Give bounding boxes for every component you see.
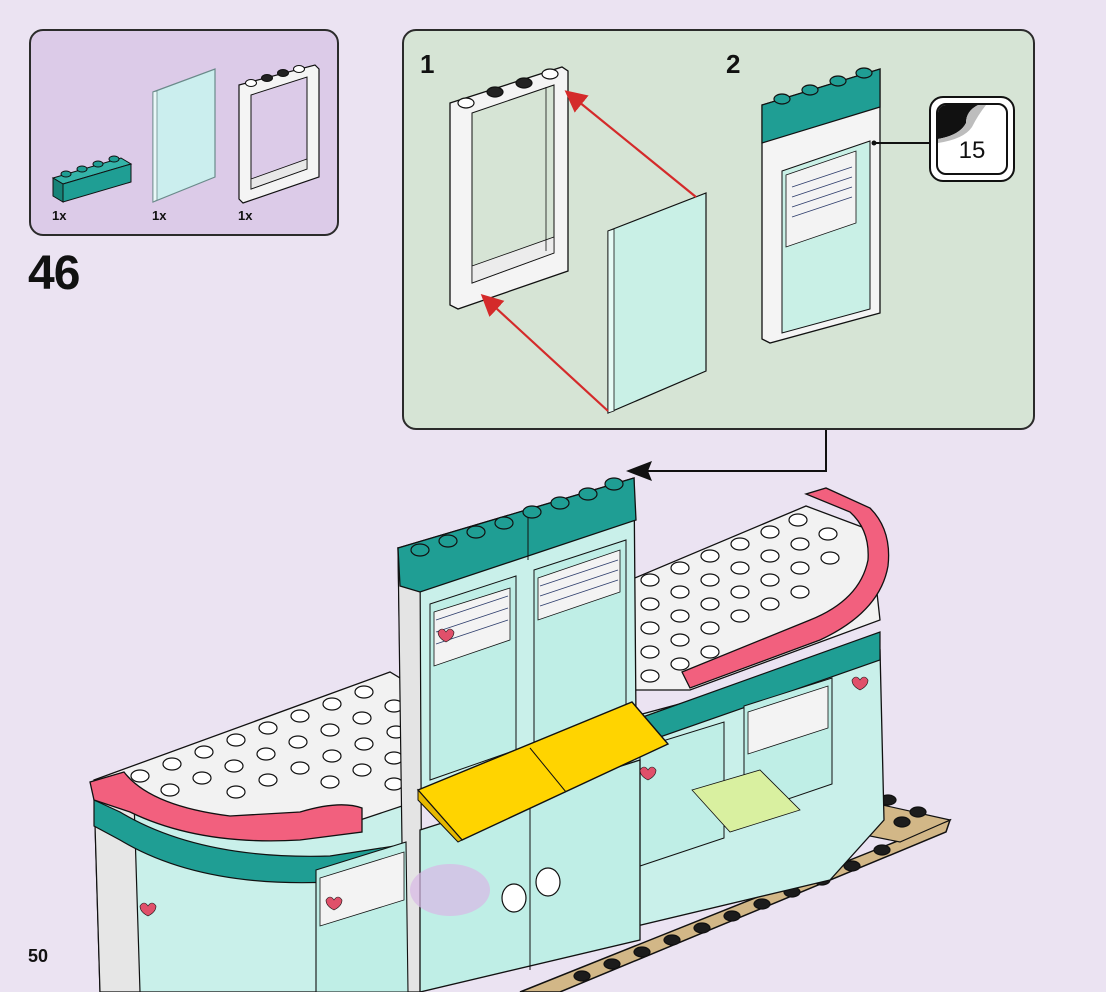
parts-list-box: 1x 1x 1x [29,29,339,236]
part-window-frame-icon [238,64,320,204]
heart-sticker-icon [639,766,657,781]
heart-sticker-icon [139,902,157,917]
assembled-window-icon [761,67,881,344]
left-pink-curve [89,771,363,842]
sub-assembly-box: 1 2 [402,29,1035,430]
sticker-number: 15 [958,137,986,164]
glass-pane-icon [607,192,707,414]
part-teal-brick-icon [51,155,133,203]
part-qty: 1x [152,208,167,223]
left-roof-studs [130,685,406,799]
door-handle [501,883,527,913]
part-glass-pane-icon [152,68,216,203]
page-number: 50 [28,946,49,966]
sticker-peel-icon [938,105,986,143]
door-handle [535,867,561,897]
tower-studs [410,477,624,557]
sub-step-label: 2 [726,49,741,79]
part-qty: 1x [238,208,253,223]
assembly-arrows-icon [480,90,697,412]
part-qty: 1x [52,208,67,223]
sub-step-label: 1 [420,49,435,79]
sticker-callout-line [871,140,931,146]
sticker-callout: 15 [929,96,1015,182]
window-frame-icon [449,66,569,310]
heart-sticker-icon [851,676,869,691]
right-pink-curve [681,487,890,689]
right-roof-studs [640,513,840,683]
heart-sticker-icon [437,628,455,643]
step-number: 46 [28,247,80,300]
heart-sticker-icon [325,896,343,911]
